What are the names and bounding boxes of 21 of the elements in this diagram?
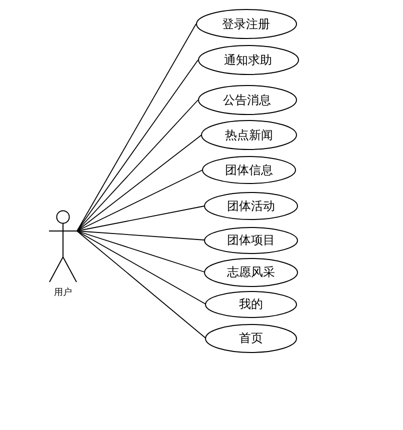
- connector-line: [76, 170, 203, 232]
- connector-line: [76, 100, 198, 232]
- use-case-ellipse: 团体活动: [204, 192, 298, 220]
- connector-line: [76, 230, 205, 240]
- connector-line: [76, 24, 196, 232]
- use-case-ellipse: 志愿风采: [204, 258, 298, 286]
- use-case-ellipse: 团体信息: [202, 156, 296, 184]
- actor-label: 用户: [54, 288, 72, 299]
- use-case-ellipse: 首页: [205, 324, 297, 352]
- connector-line: [76, 230, 206, 304]
- use-case-ellipse: 我的: [205, 290, 297, 318]
- connector-line: [76, 230, 206, 338]
- use-case-ellipse: 热点新闻: [201, 120, 297, 150]
- use-case-ellipse: 公告消息: [198, 85, 296, 115]
- connector-line: [76, 60, 198, 232]
- connector-line: [76, 230, 205, 272]
- use-case-ellipse: 通知求助: [198, 45, 298, 75]
- use-case-ellipse: 团体项目: [204, 226, 298, 254]
- connector-line: [76, 134, 202, 232]
- use-case-ellipse: 登录注册: [196, 9, 296, 39]
- connector-line: [76, 206, 205, 232]
